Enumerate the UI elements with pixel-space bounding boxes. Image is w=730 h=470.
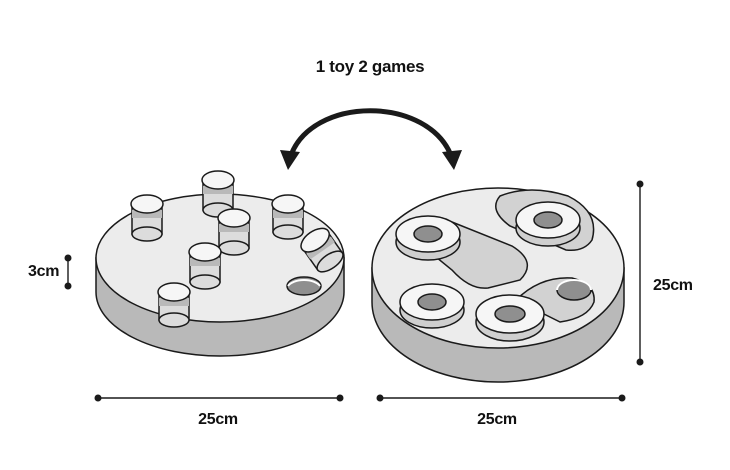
right-width-label: 25cm <box>477 411 517 428</box>
peg <box>188 242 222 290</box>
sliding-lid <box>515 201 581 247</box>
peg <box>271 194 305 240</box>
sliding-lid <box>395 215 461 261</box>
peg <box>130 194 164 242</box>
peg <box>157 282 191 328</box>
left-width-label: 25cm <box>198 411 238 428</box>
height-label: 3cm <box>28 263 59 280</box>
right-width-dimension: 25cm <box>376 394 626 428</box>
right-toy-disc <box>371 187 625 383</box>
arrowhead-right-icon <box>442 150 462 170</box>
left-toy-disc <box>95 170 345 357</box>
left-width-dimension: 25cm <box>94 394 344 428</box>
arrowhead-left-icon <box>280 150 300 170</box>
swap-arrow <box>280 108 462 170</box>
sliding-lid <box>475 294 545 342</box>
peg <box>201 170 235 218</box>
right-height-label: 25cm <box>653 277 693 294</box>
sliding-lid <box>399 283 465 329</box>
height-dimension: 3cm <box>28 254 72 290</box>
peg <box>217 208 251 256</box>
lifted-peg <box>300 227 344 273</box>
diagram-title: 1 toy 2 games <box>316 57 425 76</box>
right-height-dimension: 25cm <box>636 180 693 366</box>
